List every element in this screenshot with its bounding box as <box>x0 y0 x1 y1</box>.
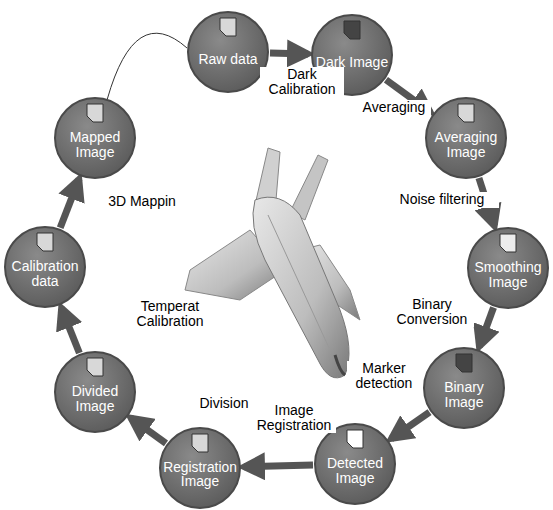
node-label: Smoothing Image <box>471 260 545 289</box>
node-label: Mapped Image <box>58 130 132 159</box>
flow-arrow <box>479 307 493 346</box>
document-icon <box>191 433 209 453</box>
step-label: Image Registration <box>252 403 336 434</box>
document-icon <box>36 232 54 252</box>
process-circle: Smoothing Image <box>467 227 549 309</box>
node-label: Raw data <box>191 52 265 67</box>
step-label: Temperat Calibration <box>128 299 212 330</box>
step-label: Division <box>192 396 256 411</box>
node-label: Averaging Image <box>429 130 503 159</box>
flow-arrow <box>391 412 429 439</box>
document-icon <box>86 357 104 377</box>
process-circle: Mapped Image <box>54 97 136 179</box>
process-circle: Calibration data <box>4 226 86 308</box>
step-label: Marker detection <box>347 361 421 392</box>
process-circle: Binary Image <box>423 347 505 429</box>
step-label: Dark Calibration <box>260 67 344 98</box>
flow-arrow <box>270 50 308 58</box>
node-label: Calibration data <box>8 259 82 288</box>
flow-arrow <box>244 465 313 467</box>
document-icon <box>86 103 104 123</box>
step-label: Averaging <box>357 100 431 115</box>
document-icon <box>455 353 473 373</box>
flow-arrow <box>131 418 166 444</box>
step-label: 3D Mappin <box>95 194 189 209</box>
node-label: Divided Image <box>58 384 132 413</box>
process-circle: Detected Image <box>314 423 396 505</box>
step-label: Binary Conversion <box>390 297 474 328</box>
document-icon <box>343 20 361 40</box>
document-icon <box>219 17 237 37</box>
step-label: Noise filtering <box>385 192 499 207</box>
process-circle: Registration Image <box>159 427 241 509</box>
process-circle: Raw data <box>187 11 269 93</box>
document-icon <box>346 429 364 449</box>
process-circle: Divided Image <box>54 351 136 433</box>
document-icon <box>499 233 517 253</box>
document-icon <box>457 103 475 123</box>
node-label: Detected Image <box>318 456 392 485</box>
flow-arrow <box>60 179 79 228</box>
process-circle: Averaging Image <box>425 97 507 179</box>
flow-arrow <box>61 308 79 353</box>
node-label: Registration Image <box>163 461 237 490</box>
connector-line <box>107 33 187 99</box>
node-label: Binary Image <box>427 380 501 409</box>
